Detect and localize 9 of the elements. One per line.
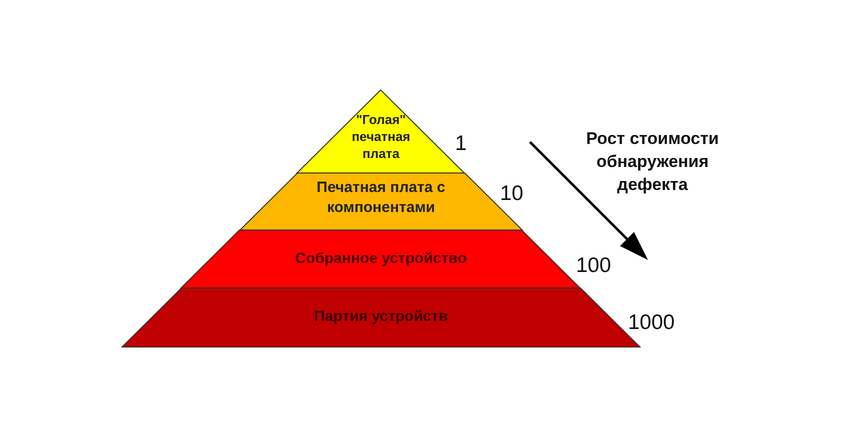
tier-label: Печатная плата с компонентами (316, 178, 446, 217)
tier-label: Собранное устройство (294, 249, 468, 268)
annotation-text: Рост стоимости обнаружения дефекта (585, 128, 720, 196)
cost-value: 10 (500, 182, 524, 206)
cost-value: 100 (576, 254, 612, 278)
cost-value: 1 (454, 132, 467, 156)
tier-label: "Голая" печатная плата (350, 112, 412, 163)
tier-label: Партия устройств (313, 307, 449, 326)
cost-value: 1000 (628, 311, 675, 335)
